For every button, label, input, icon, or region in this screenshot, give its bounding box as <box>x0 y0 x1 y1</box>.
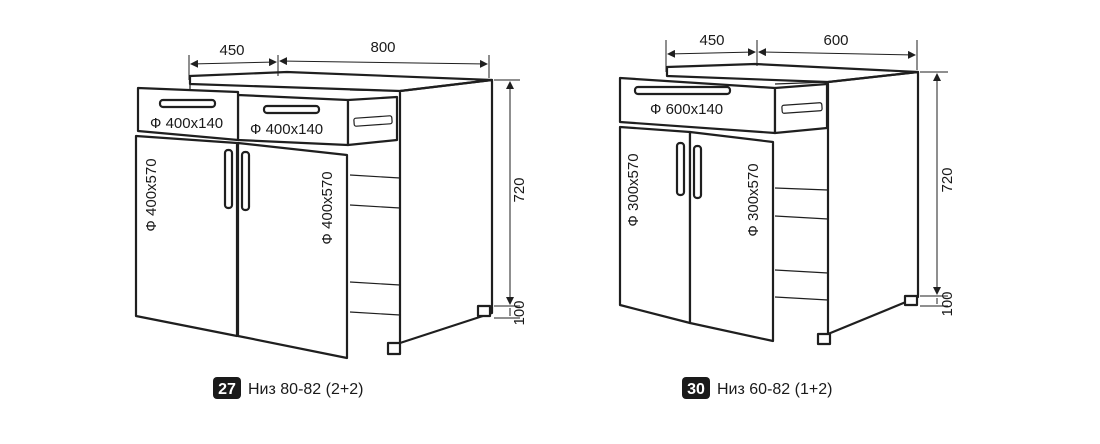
cabinet-27-dimensions <box>188 55 520 319</box>
cabinet-27-drawer-right-label: Ф 400x140 <box>250 121 323 138</box>
cabinet-30-handle-left <box>675 141 686 197</box>
cabinet-30-interior <box>774 81 829 334</box>
cabinet-27-dim-plinth: 100 <box>511 300 528 325</box>
cabinet-30-handle-right <box>692 144 703 200</box>
cabinet-27-drawer-left <box>136 86 240 142</box>
cabinet-27-top <box>188 70 494 93</box>
cabinet-30-dim-width-left: 450 <box>699 32 724 49</box>
cabinet-30-caption: 30 Низ 60-82 (1+2) <box>682 377 832 399</box>
cabinet-30-leg-front <box>816 332 832 346</box>
cabinet-27-side <box>398 78 494 345</box>
cabinet-27-door-right <box>236 141 349 360</box>
cabinet-27-badge <box>213 377 241 399</box>
cabinet-30-leg-back <box>903 294 919 307</box>
cabinet-30-side <box>826 70 920 336</box>
cabinet-27-door-left-label: Ф 400x570 <box>143 158 160 231</box>
cabinet-30-badge <box>682 377 710 399</box>
cabinet-30-dim-width-right: 600 <box>823 32 848 49</box>
cabinet-30-dim-height: 720 <box>939 167 956 192</box>
cabinet-30-drawer <box>618 76 829 135</box>
cabinet-27-title: Низ 80-82 (2+2) <box>248 381 363 398</box>
cabinet-30-door-right <box>688 130 775 343</box>
cabinet-30-drawer-label: Ф 600x140 <box>650 101 723 118</box>
cabinet-27-handle-left <box>223 148 234 210</box>
cabinet-30-door-right-label: Ф 300x570 <box>745 163 762 236</box>
cabinet-27-drawer-left-label: Ф 400x140 <box>150 115 223 132</box>
cabinet-30-door-left-label: Ф 300x570 <box>625 153 642 226</box>
cabinet-27-caption: 27 Низ 80-82 (2+2) <box>213 377 363 399</box>
cabinet-30-badge-number: 30 <box>687 381 705 398</box>
cabinet-30-dim-plinth: 100 <box>939 291 956 316</box>
cabinet-27-dim-height: 720 <box>511 177 528 202</box>
cabinet-30-dimensions <box>665 40 948 307</box>
cabinet-30-title: Низ 60-82 (1+2) <box>717 381 832 398</box>
cabinet-27: 450 800 720 100 Ф 400x140 Ф 400x140 Ф 40… <box>134 39 528 360</box>
cabinet-27-badge-number: 27 <box>218 381 236 398</box>
cabinet-27-leg-back <box>476 304 492 318</box>
cabinet-27-door-right-label: Ф 400x570 <box>319 171 336 244</box>
cabinet-27-handle-right <box>240 150 251 212</box>
cabinet-30-top <box>665 62 920 84</box>
cabinet-27-leg-front <box>386 341 402 356</box>
cabinet-27-drawer-right <box>236 93 399 147</box>
cabinet-27-dim-width-left: 450 <box>219 42 244 59</box>
cabinet-30: 450 600 720 100 Ф 600x140 Ф 300x570 Ф 30… <box>618 32 956 346</box>
cabinet-27-interior <box>349 89 401 343</box>
cabinet-27-dim-width-right: 800 <box>370 39 395 56</box>
